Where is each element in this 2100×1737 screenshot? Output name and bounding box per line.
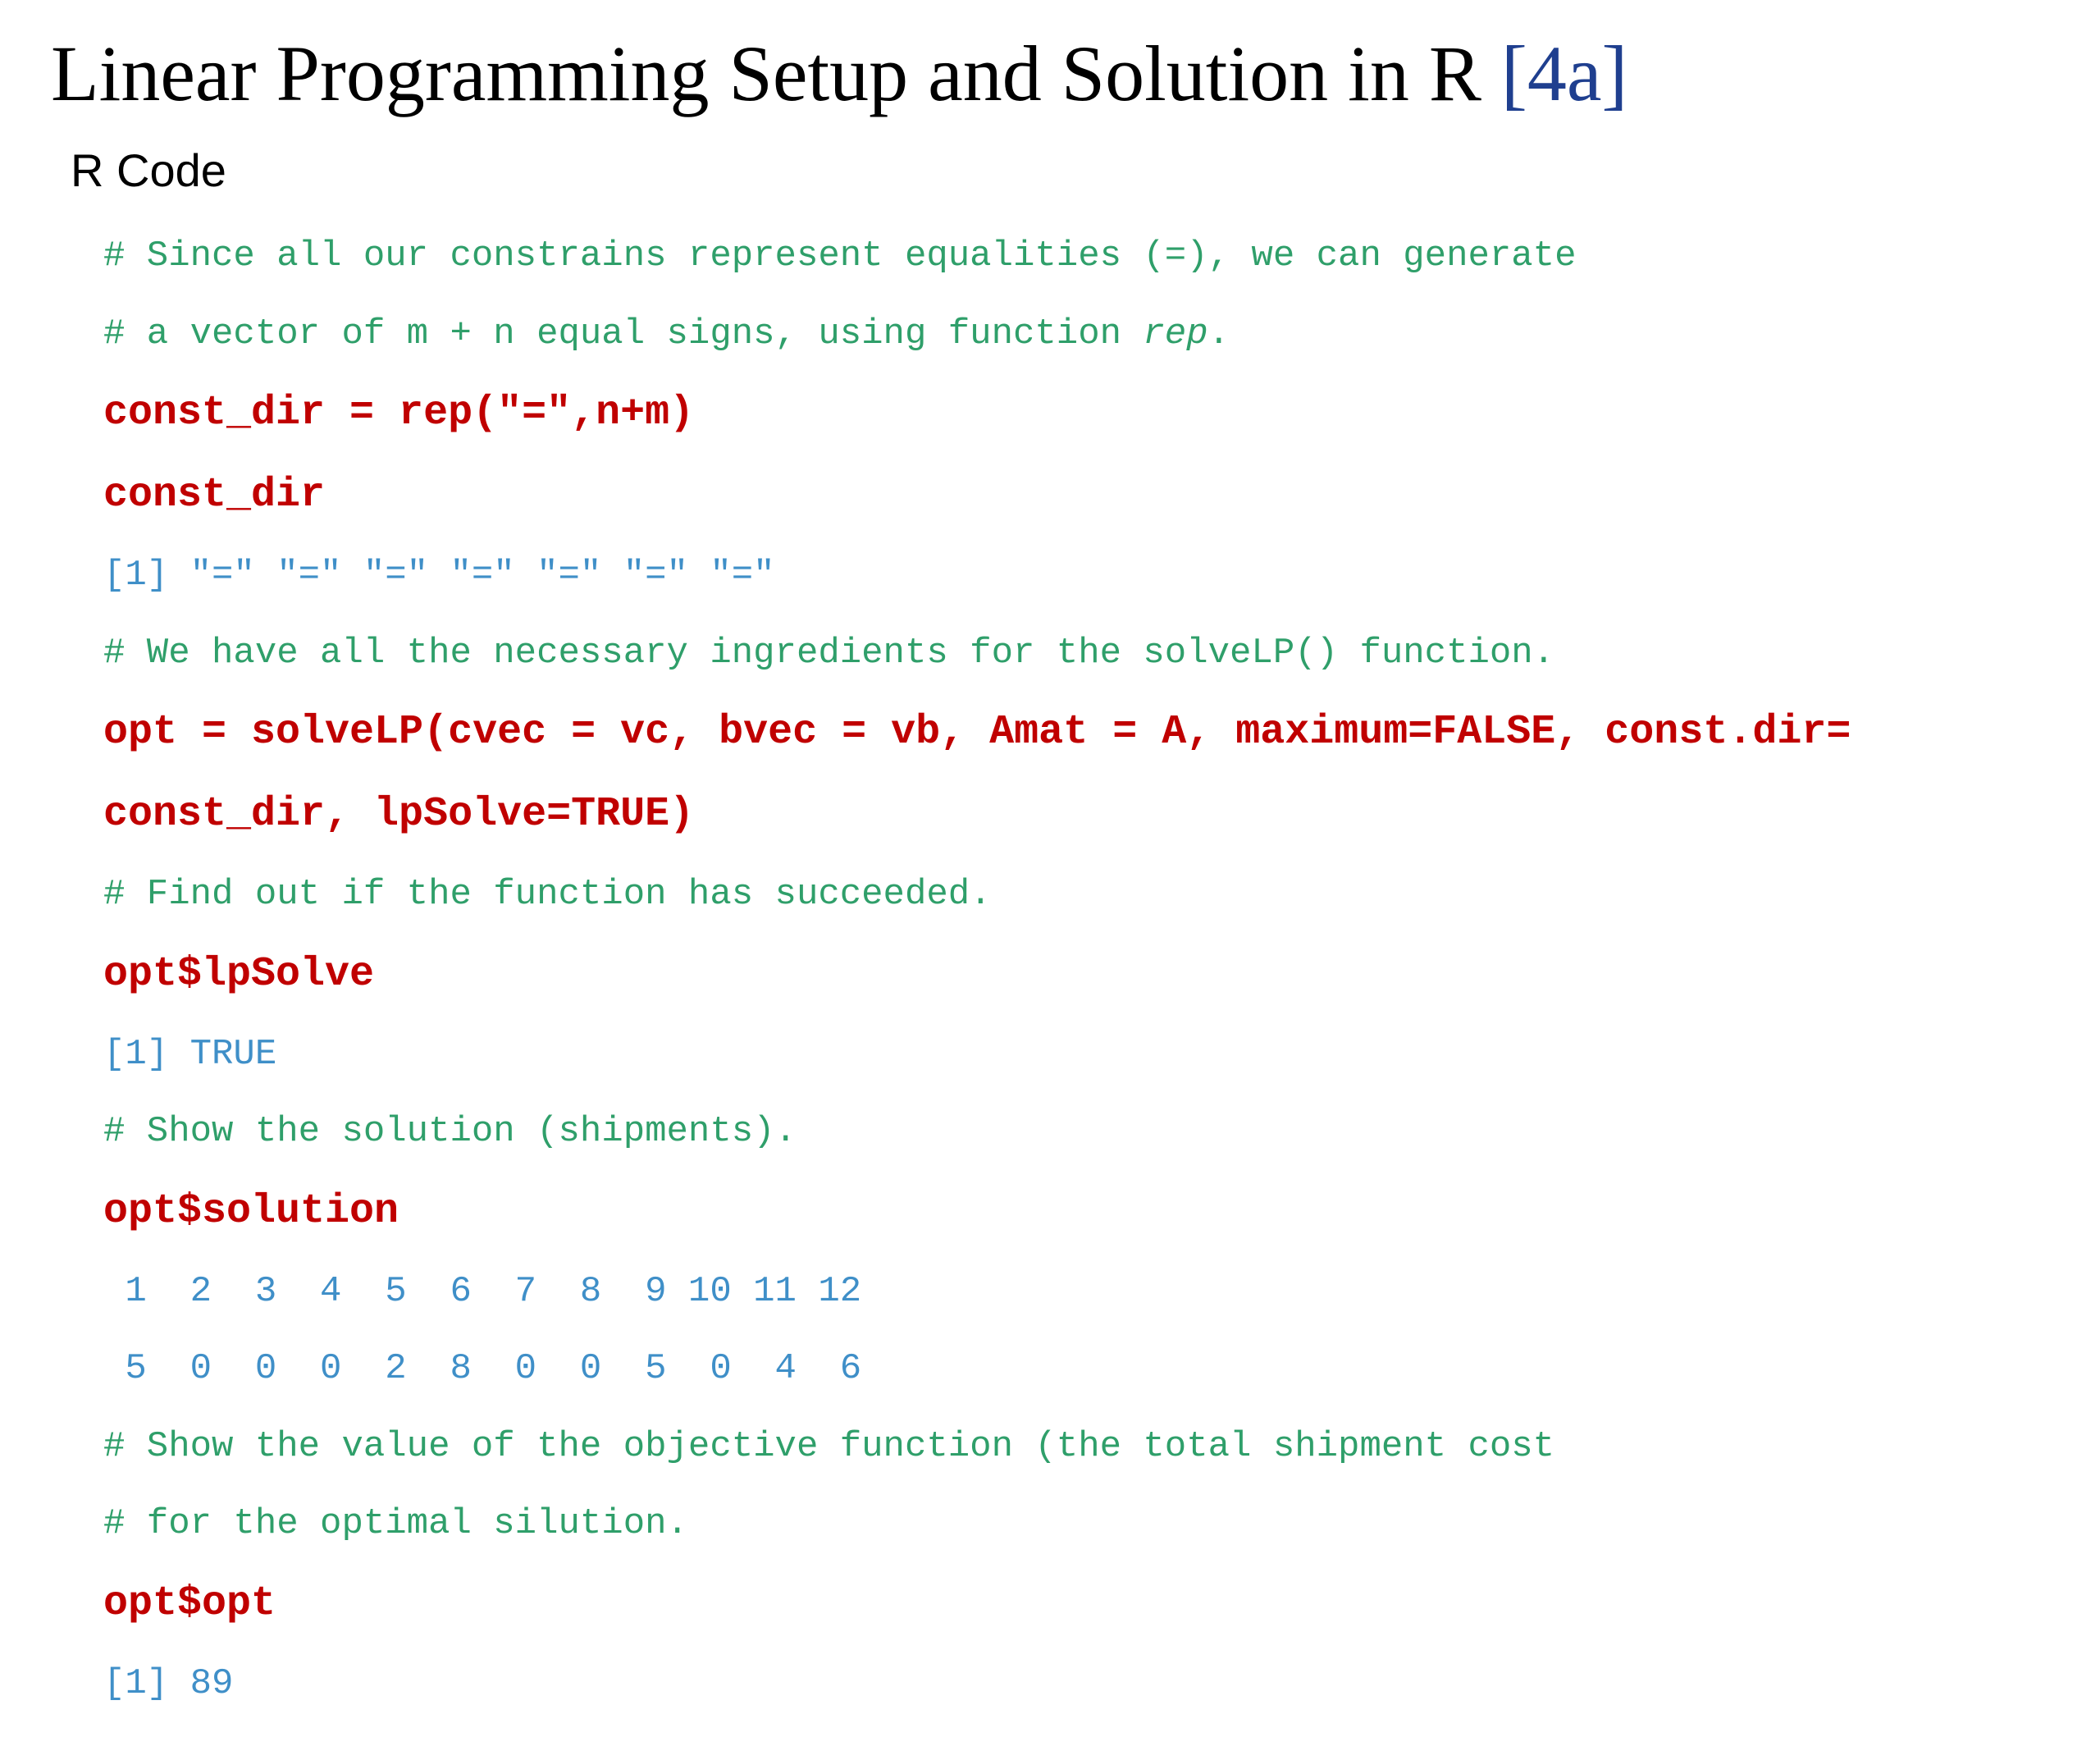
code-comment-line: # Show the solution (shipments).	[103, 1111, 797, 1152]
slide-title-text: Linear Programming Setup and Solution in…	[51, 30, 1481, 117]
slide-title-reference: [4a]	[1500, 30, 1628, 117]
code-command-line: const_dir = rep("=",n+m)	[103, 390, 695, 437]
comment-suffix: .	[1208, 313, 1230, 354]
code-command-line: opt$opt	[103, 1579, 276, 1627]
section-heading: R Code	[71, 144, 226, 196]
code-comment-line: # for the optimal silution.	[103, 1503, 688, 1544]
code-command-line: opt$lpSolve	[103, 950, 375, 998]
comment-italic-function-name: rep	[1143, 313, 1208, 354]
code-output-line: 5 0 0 0 2 8 0 0 5 0 4 6	[103, 1348, 862, 1389]
code-comment-line: # a vector of m + n equal signs, using f…	[103, 310, 2072, 359]
slide-title: Linear Programming Setup and Solution in…	[51, 25, 1628, 123]
code-command-line: opt = solveLP(cvec = vc, bvec = vb, Amat…	[103, 709, 1851, 756]
code-comment-line: # Find out if the function has succeeded…	[103, 874, 992, 915]
code-output-line: 1 2 3 4 5 6 7 8 9 10 11 12	[103, 1270, 862, 1312]
code-block: # Since all our constrains represent equ…	[103, 203, 2072, 1737]
code-output-line: [1] "=" "=" "=" "=" "=" "=" "="	[103, 555, 775, 596]
slide: Linear Programming Setup and Solution in…	[51, 25, 1851, 1704]
code-command-line: const_dir, lpSolve=TRUE)	[103, 791, 695, 838]
code-comment-line: # Show the value of the objective functi…	[103, 1425, 1555, 1467]
code-comment-line: # We have all the necessary ingredients …	[103, 632, 1555, 674]
code-comment-line: # Since all our constrains represent equ…	[103, 235, 1577, 277]
code-output-line: [1] 89	[103, 1662, 234, 1704]
code-output-line: [1] TRUE	[103, 1033, 277, 1075]
code-command-line: const_dir	[103, 472, 326, 519]
code-command-line: opt$solution	[103, 1187, 399, 1235]
comment-text: # a vector of m + n equal signs, using f…	[103, 313, 1144, 354]
